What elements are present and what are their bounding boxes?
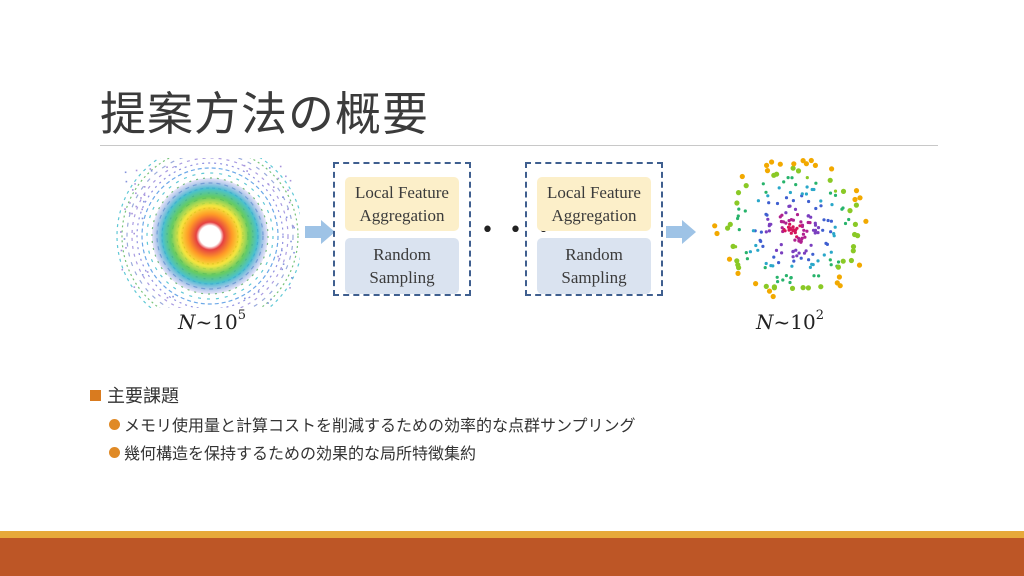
- input-size-exponent: 5: [237, 308, 246, 324]
- feature-label-line-1: Local Feature: [547, 183, 641, 202]
- feature-label-line-2: Aggregation: [551, 206, 637, 225]
- bullet-item-text: メモリ使用量と計算コストを削減するための効率的な点群サンプリング: [124, 416, 636, 435]
- sampling-label-line-1: Random: [373, 245, 431, 264]
- output-size-base: ~10: [773, 310, 816, 334]
- slide-title: 提案方法の概要: [100, 87, 429, 141]
- feature-label-line-1: Local Feature: [355, 183, 449, 202]
- stage-2: Local Feature Aggregation Random Samplin…: [525, 162, 663, 296]
- arrow-to-stage-1: [305, 220, 335, 244]
- input-size-variable: N: [178, 310, 196, 334]
- arrow-to-output: [666, 220, 696, 244]
- stage-1: Local Feature Aggregation Random Samplin…: [333, 162, 471, 296]
- sampling-label-line-2: Sampling: [561, 268, 627, 287]
- input-size-base: ~10: [195, 310, 238, 334]
- output-size-label: N~102: [756, 308, 824, 334]
- bullet-heading-text: 主要課題: [107, 386, 179, 407]
- random-sampling-box: Random Sampling: [537, 238, 651, 294]
- bullet-item-text: 幾何構造を保持するための効果的な局所特徴集約: [124, 444, 477, 463]
- random-sampling-box: Random Sampling: [345, 238, 459, 294]
- input-size-label: N~105: [178, 308, 246, 334]
- sampling-label-line-1: Random: [565, 245, 623, 264]
- local-feature-aggregation-box: Local Feature Aggregation: [345, 177, 459, 231]
- sampling-label-line-2: Sampling: [369, 268, 435, 287]
- bullet-item: 幾何構造を保持するための効果的な局所特徴集約: [109, 438, 636, 466]
- local-feature-aggregation-box: Local Feature Aggregation: [537, 177, 651, 231]
- output-size-exponent: 2: [815, 308, 824, 324]
- footer-accent-stripe: [0, 531, 1024, 538]
- square-bullet-icon: [90, 389, 101, 401]
- feature-label-line-2: Aggregation: [359, 206, 445, 225]
- pipeline-diagram: Local Feature Aggregation Random Samplin…: [0, 150, 1024, 350]
- title-divider: [100, 145, 938, 146]
- output-point-cloud: [712, 157, 869, 300]
- output-size-variable: N: [756, 310, 774, 334]
- bullet-item: メモリ使用量と計算コストを削減するための効率的な点群サンプリング: [109, 410, 636, 438]
- circle-bullet-icon: [109, 446, 120, 458]
- circle-bullet-icon: [109, 418, 120, 430]
- input-point-cloud: [116, 158, 300, 308]
- bullet-heading: 主要課題: [90, 380, 636, 410]
- bullet-list: 主要課題 メモリ使用量と計算コストを削減するための効率的な点群サンプリング 幾何…: [90, 380, 636, 466]
- footer-band: [0, 538, 1024, 576]
